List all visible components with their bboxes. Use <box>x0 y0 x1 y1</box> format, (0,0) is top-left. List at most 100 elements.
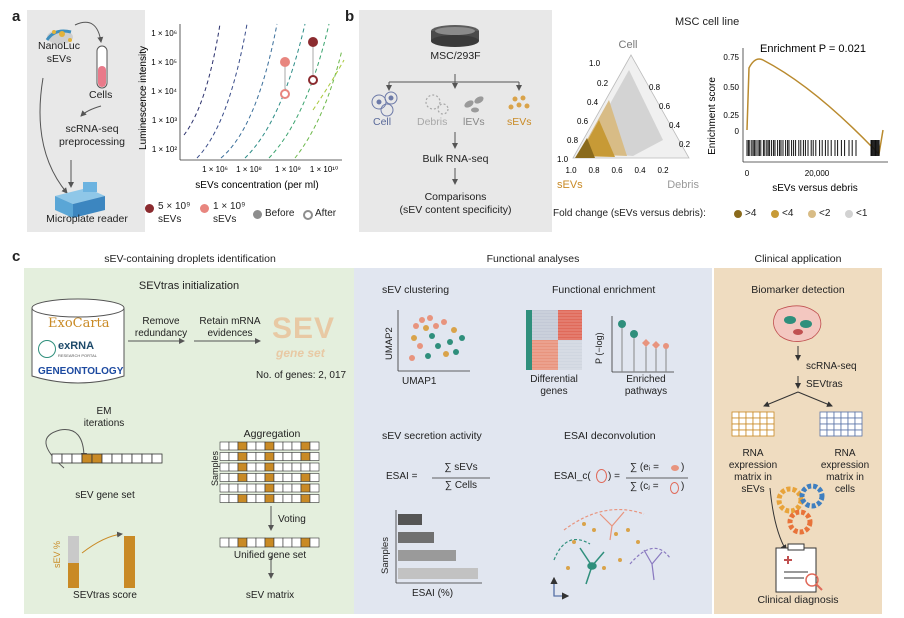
matrix-cell <box>752 411 761 419</box>
enrichment-ylabel: Enrichment score <box>707 77 718 155</box>
agg-cell <box>228 473 239 482</box>
matrix-cell <box>752 423 761 431</box>
section2-title: Functional analyses <box>486 253 580 265</box>
levs-icon <box>464 96 484 113</box>
sev-pct-label: sEV % <box>52 540 62 568</box>
agg-cell <box>246 452 257 461</box>
matrix-cell <box>745 411 754 419</box>
agg-cell <box>273 483 284 493</box>
xtick-1e9: 1 × 10⁹ <box>275 165 301 174</box>
agg-cell <box>264 494 275 503</box>
matrix-cell <box>752 417 761 425</box>
tube-icon <box>96 45 108 89</box>
enrichment-curve <box>746 58 884 156</box>
matrix-cell <box>847 429 856 437</box>
section2-box: sEV clustering UMAP2 UMAP1 Functional en… <box>354 268 712 614</box>
esai-den: ∑ Cells <box>444 480 478 491</box>
matrix-cell <box>738 417 747 425</box>
matrix-cells-label: RNA expression matrix in cells <box>820 448 870 495</box>
agg-cell <box>255 494 266 503</box>
em-cell <box>61 453 73 464</box>
matrix-cell <box>819 429 828 437</box>
section2-graphic <box>395 310 688 600</box>
panel-c-letter: c <box>12 248 21 265</box>
group-levs: lEVs <box>463 116 485 128</box>
matrix-sevs-label: RNA expression matrix in sEVs <box>728 448 778 495</box>
foldchange-label: Fold change (sEVs versus debris): <box>553 208 706 219</box>
em-cell <box>121 453 133 464</box>
matrix-cell <box>766 411 775 419</box>
agg-cell <box>219 494 230 503</box>
section1-box: SEVtras initialization ExoCarta exRNA RE… <box>24 268 354 614</box>
matrix-cell <box>826 423 835 431</box>
agg-cell <box>291 452 302 461</box>
agg-cell <box>237 441 248 451</box>
agg-cell <box>219 441 230 451</box>
section1-title: sEV-containing droplets identification <box>104 253 276 265</box>
xtick-1e6: 1 × 10⁶ <box>202 165 228 174</box>
clinical-report-icon <box>775 543 823 593</box>
unified-cell <box>264 537 275 548</box>
matrix-cell <box>738 423 747 431</box>
umap1-label: UMAP1 <box>402 376 437 387</box>
fc-dot-lt1 <box>845 210 853 218</box>
bulk-label: Bulk RNA-seq <box>422 153 489 165</box>
agg-cell <box>309 441 320 451</box>
enrichment-xtick-0: 0 <box>745 169 750 178</box>
esaic-lhs: ESAI_c( <box>554 471 591 482</box>
func-enrich-title: Functional enrichment <box>552 284 656 296</box>
ytick-1e6: 1 × 10⁶ <box>151 29 177 38</box>
agg-cell <box>273 494 284 503</box>
esai-bars <box>398 514 478 579</box>
esaic-num-dot <box>671 465 679 471</box>
matrix-cell <box>745 429 754 437</box>
sevtras-label: SEVtras <box>806 379 843 390</box>
heatmap <box>526 310 582 370</box>
agg-cell <box>219 462 230 472</box>
deconvolution-graphic <box>553 508 671 585</box>
sevtras-score-graphic <box>68 531 135 588</box>
agg-cell <box>300 494 311 503</box>
group-sevs: sEVs <box>507 116 532 128</box>
matrix-cell <box>833 429 842 437</box>
em-cell <box>51 453 63 464</box>
agg-cell <box>282 473 293 482</box>
agg-cell <box>264 441 275 451</box>
agg-cell <box>255 441 266 451</box>
legend-dot-before <box>253 210 262 219</box>
agg-cell <box>300 462 311 472</box>
scrna-seq-label: scRNA-seq <box>806 361 857 372</box>
unified-row <box>219 537 320 548</box>
matrix-cell <box>854 429 863 437</box>
gene-rank-ticks <box>746 140 880 156</box>
agg-cell <box>309 483 320 493</box>
group-cell: Cell <box>373 116 392 128</box>
diagnosis-label: Clinical diagnosis <box>757 594 839 606</box>
matrix-cell <box>854 423 863 431</box>
agg-cell <box>228 452 239 461</box>
em-cell <box>101 453 113 464</box>
agg-cell <box>291 441 302 451</box>
agg-cell <box>255 462 266 472</box>
xtick-1e8: 1 × 10⁸ <box>236 165 262 174</box>
agg-cell <box>255 473 266 482</box>
panel-a-letter: a <box>12 8 21 25</box>
comparisons-label: Comparisons (sEV content specificity) <box>399 191 512 216</box>
samples-label-1: Samples <box>210 450 220 486</box>
em-cell <box>151 453 163 464</box>
voting-label: Voting <box>278 514 306 525</box>
panel-b-letter: b <box>345 8 355 25</box>
agg-cell <box>273 473 284 482</box>
matrix-cell <box>819 423 828 431</box>
matrix-cell <box>752 429 761 437</box>
agg-cell <box>246 483 257 493</box>
sevtras-score-label: SEVtras score <box>73 590 137 601</box>
matrix-cell <box>759 411 768 419</box>
umap-points <box>409 315 465 361</box>
matrix-cell <box>840 423 849 431</box>
tissue-icon <box>773 305 822 342</box>
em-iteration-graphic <box>45 429 163 469</box>
samples-label-2: Samples <box>380 537 391 574</box>
ternary-left-label: sEVs <box>557 179 583 191</box>
aggregation-label: Aggregation <box>243 428 301 440</box>
